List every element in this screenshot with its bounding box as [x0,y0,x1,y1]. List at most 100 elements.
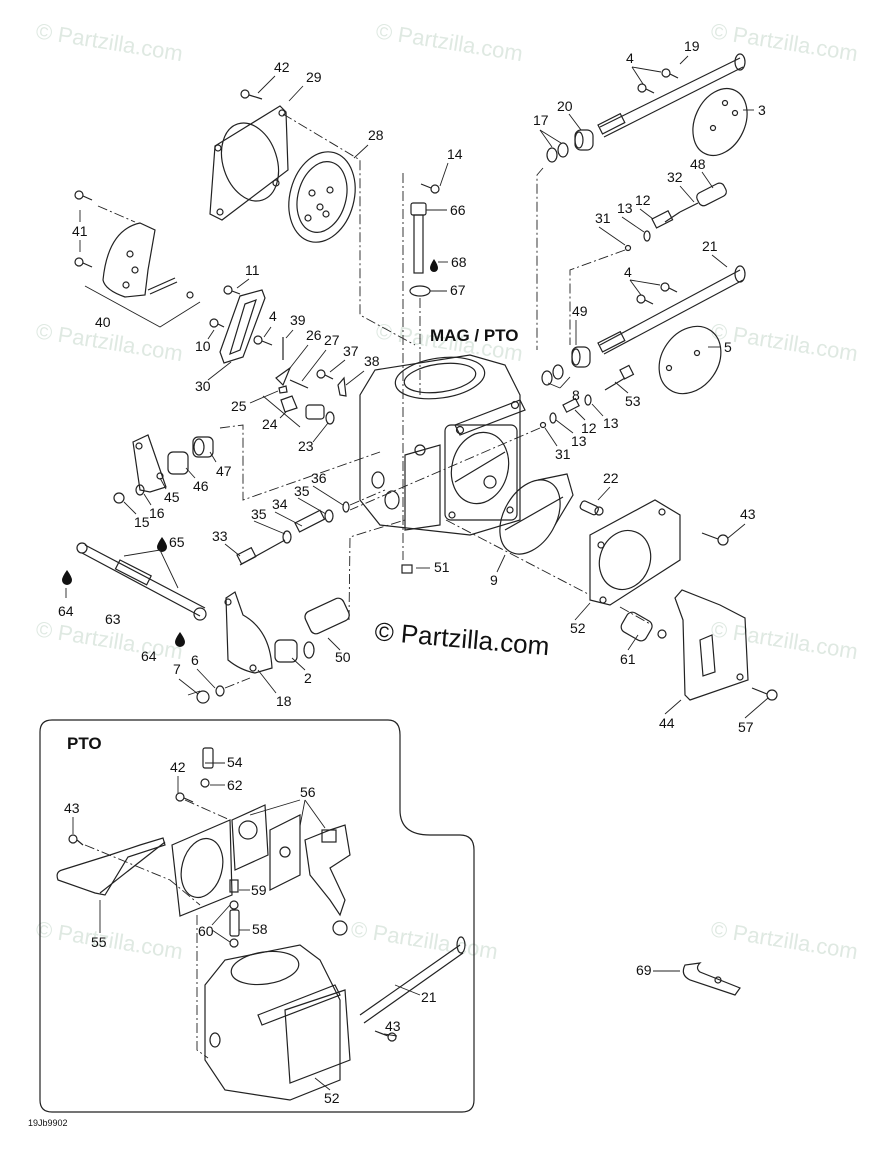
callout-43[interactable]: 43 [740,506,756,522]
callout-12[interactable]: 12 [635,192,651,208]
callout-4[interactable]: 4 [269,308,277,324]
part-screw [751,687,778,701]
callout-16[interactable]: 16 [149,505,165,521]
callout-21[interactable]: 21 [702,238,718,254]
callout-11[interactable]: 11 [245,262,260,278]
part-oring [541,370,553,386]
callout-52[interactable]: 52 [324,1090,340,1106]
callout-42[interactable]: 42 [274,59,290,75]
callout-38[interactable]: 38 [364,353,380,369]
callout-17[interactable]: 17 [533,112,549,128]
callout-5[interactable]: 5 [724,339,732,355]
callout-46[interactable]: 46 [193,478,209,494]
callout-59[interactable]: 59 [251,882,267,898]
callout-3[interactable]: 3 [758,102,766,118]
callout-47[interactable]: 47 [216,463,232,479]
callout-51[interactable]: 51 [434,559,450,575]
callout-43[interactable]: 43 [64,800,80,816]
callout-58[interactable]: 58 [252,921,268,937]
callout-49[interactable]: 49 [572,303,588,319]
callout-25[interactable]: 25 [231,398,247,414]
part-oring [342,501,350,513]
callout-2[interactable]: 2 [304,670,312,686]
callout-26[interactable]: 26 [306,327,322,343]
callout-67[interactable]: 67 [450,282,466,298]
part-screw [660,282,678,293]
callout-14[interactable]: 14 [447,146,463,162]
callout-13[interactable]: 13 [571,433,587,449]
part-float-arm [275,366,292,387]
callout-6[interactable]: 6 [191,652,199,668]
callout-4[interactable]: 4 [626,50,634,66]
callout-32[interactable]: 32 [667,169,683,185]
part-screw [253,335,273,346]
part-adjust-screw [604,364,635,391]
callout-28[interactable]: 28 [368,127,384,143]
callout-18[interactable]: 18 [276,693,292,709]
callout-52[interactable]: 52 [570,620,586,636]
callout-9[interactable]: 9 [490,572,498,588]
callout-10[interactable]: 10 [195,338,211,354]
callout-60[interactable]: 60 [198,923,214,939]
callout-66[interactable]: 66 [450,202,466,218]
callout-64[interactable]: 64 [141,648,157,664]
callout-22[interactable]: 22 [603,470,619,486]
callout-31[interactable]: 31 [555,446,571,462]
callout-33[interactable]: 33 [212,528,228,544]
callout-37[interactable]: 37 [343,343,359,359]
callout-50[interactable]: 50 [335,649,351,665]
callout-12[interactable]: 12 [581,420,597,436]
callout-53[interactable]: 53 [625,393,641,409]
callout-43[interactable]: 43 [385,1018,401,1034]
callout-23[interactable]: 23 [298,438,314,454]
callout-56[interactable]: 56 [300,784,316,800]
part-carburetor-body [359,354,526,536]
callout-42[interactable]: 42 [170,759,186,775]
callout-64[interactable]: 64 [58,603,74,619]
part-oring [557,142,569,158]
callout-41[interactable]: 41 [72,223,88,239]
part-gasket-plate [499,473,574,555]
callout-35[interactable]: 35 [251,506,267,522]
part-washer [215,685,225,697]
callout-48[interactable]: 48 [690,156,706,172]
callout-13[interactable]: 13 [617,200,633,216]
callout-34[interactable]: 34 [272,496,288,512]
part-throttle-shaft-lower [597,265,746,355]
lubricant-drop-icon [62,570,72,585]
part-screw [68,834,84,846]
callout-35[interactable]: 35 [294,483,310,499]
part-gasket [219,289,266,364]
callout-21[interactable]: 21 [421,989,437,1005]
callout-13[interactable]: 13 [603,415,619,431]
callout-63[interactable]: 63 [105,611,121,627]
callout-68[interactable]: 68 [451,254,467,270]
callout-7[interactable]: 7 [173,661,181,677]
callout-69[interactable]: 69 [636,962,652,978]
callout-55[interactable]: 55 [91,934,107,950]
callout-62[interactable]: 62 [227,777,243,793]
callout-31[interactable]: 31 [595,210,611,226]
callout-20[interactable]: 20 [557,98,573,114]
callout-36[interactable]: 36 [311,470,327,486]
callout-40[interactable]: 40 [95,314,111,330]
callout-45[interactable]: 45 [164,489,180,505]
callout-65[interactable]: 65 [169,534,185,550]
part-small-spring-washer [539,394,592,429]
part-oring [546,147,558,163]
callout-19[interactable]: 19 [684,38,700,54]
callout-57[interactable]: 57 [738,719,754,735]
part-screw [240,89,263,100]
callout-44[interactable]: 44 [659,715,675,731]
callout-29[interactable]: 29 [306,69,322,85]
callout-27[interactable]: 27 [324,332,340,348]
callout-4[interactable]: 4 [624,264,632,280]
callout-15[interactable]: 15 [134,514,150,530]
callout-30[interactable]: 30 [195,378,211,394]
callout-61[interactable]: 61 [620,651,636,667]
callout-54[interactable]: 54 [227,754,243,770]
callout-8[interactable]: 8 [572,387,580,403]
callout-39[interactable]: 39 [290,312,306,328]
callout-24[interactable]: 24 [262,416,278,432]
